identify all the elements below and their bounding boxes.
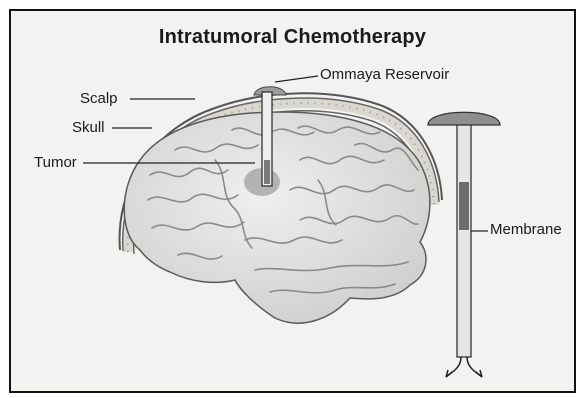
membrane-section bbox=[459, 182, 469, 230]
ommaya-reservoir-dome bbox=[428, 112, 500, 125]
scalp-label: Scalp bbox=[80, 90, 118, 107]
diagram-title: Intratumoral Chemotherapy bbox=[0, 26, 585, 49]
outflow-arrows bbox=[446, 357, 482, 377]
tumor-label: Tumor bbox=[34, 154, 77, 171]
reservoir-catheter bbox=[457, 125, 471, 357]
ommaya-reservoir-label: Ommaya Reservoir bbox=[320, 66, 449, 83]
skull-label: Skull bbox=[72, 119, 105, 136]
membrane-label: Membrane bbox=[490, 221, 562, 238]
